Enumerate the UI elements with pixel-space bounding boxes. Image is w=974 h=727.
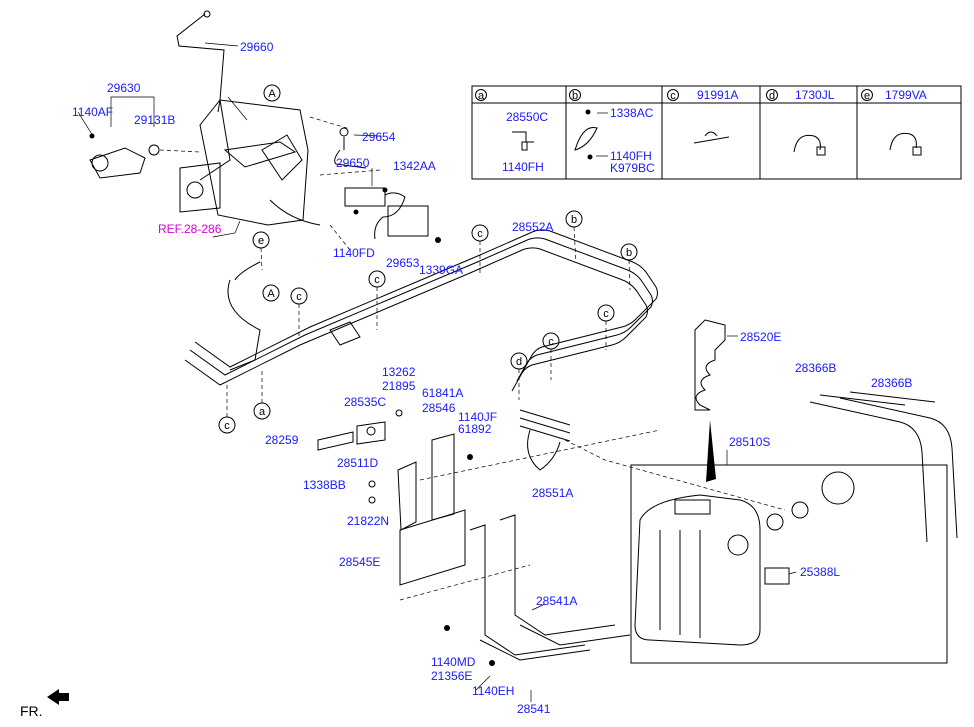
- label-28366B-right: 28366B: [871, 376, 912, 390]
- label-28510S: 28510S: [729, 435, 770, 449]
- callouts: A e A c c c b b c c d a c: [218, 84, 638, 434]
- label-1140FD: 1140FD: [333, 246, 375, 260]
- label-28545E: 28545E: [339, 555, 380, 569]
- callout-e: e: [258, 235, 264, 247]
- callout-A-top: A: [268, 88, 276, 100]
- legend-a-part-top: 28550C: [506, 110, 548, 124]
- label-leaders: [475, 450, 728, 702]
- label-21822N: 21822N: [347, 514, 389, 528]
- clamp-icon: [574, 126, 598, 151]
- label-28546: 28546: [422, 401, 456, 415]
- legend-code-c: 91991A: [697, 88, 738, 102]
- legend-a-part-bottom: 1140FH: [502, 160, 544, 174]
- label-29660: 29660: [240, 40, 274, 54]
- label-21895: 21895: [382, 379, 416, 393]
- legend-key-a: a: [478, 90, 485, 102]
- callout-c-4: c: [603, 308, 609, 320]
- label-25388L: 25388L: [800, 565, 840, 579]
- label-29654: 29654: [362, 130, 396, 144]
- label-ref: REF.28-286: [158, 222, 222, 236]
- legend-key-b: b: [572, 90, 578, 102]
- label-28535C: 28535C: [344, 395, 386, 409]
- callout-A-bottom: A: [267, 288, 275, 300]
- label-29131B: 29131B: [134, 113, 175, 127]
- label-61892: 61892: [458, 422, 492, 436]
- label-1140EH: 1140EH: [472, 684, 514, 698]
- part-labels: 29660 29630 1140AF 29131B 29654 29650 13…: [72, 40, 912, 716]
- legend-code-e: 1799VA: [885, 88, 927, 102]
- label-13262: 13262: [382, 365, 416, 379]
- label-28366B-left: 28366B: [795, 361, 836, 375]
- label-1140AF: 1140AF: [72, 105, 113, 119]
- label-29653: 29653: [386, 256, 420, 270]
- label-1140MD: 1140MD: [431, 655, 476, 669]
- bracket-icon: [512, 131, 534, 143]
- label-28259: 28259: [265, 433, 299, 447]
- label-29630: 29630: [107, 81, 141, 95]
- callout-c-5: c: [548, 336, 554, 348]
- tank-assembly: [630, 319, 958, 664]
- label-29650: 29650: [336, 156, 370, 170]
- legend-table: a b c 91991A d 1730JL e 1799VA 28550C 11…: [471, 85, 962, 180]
- callout-d: d: [516, 356, 522, 368]
- legend-key-e: e: [864, 90, 870, 102]
- arrow-icon: [47, 689, 69, 705]
- label-28511D: 28511D: [337, 456, 378, 470]
- callout-c-1: c: [296, 291, 302, 303]
- label-28541: 28541: [517, 702, 551, 716]
- p-clamp-icon: [793, 134, 821, 153]
- legend-b-part-mid: 1140FH: [610, 149, 652, 163]
- label-1338BB: 1338BB: [303, 478, 346, 492]
- legend-key-c: c: [670, 90, 676, 102]
- label-1339GA: 1339GA: [419, 263, 463, 277]
- callout-c-3: c: [477, 228, 483, 240]
- label-28551A: 28551A: [532, 486, 573, 500]
- callout-c-6: c: [224, 420, 230, 432]
- label-28520E: 28520E: [740, 330, 781, 344]
- legend-b-part-bottom: K979BC: [610, 161, 655, 175]
- label-28552A: 28552A: [512, 220, 553, 234]
- label-1342AA: 1342AA: [393, 159, 436, 173]
- exhaust-assembly: [77, 10, 441, 251]
- label-21356E: 21356E: [431, 669, 472, 683]
- callout-c-2: c: [374, 274, 380, 286]
- legend-b-part-top: 1338AC: [610, 106, 654, 120]
- callout-b-1: b: [571, 214, 577, 226]
- label-fr: FR.: [20, 703, 43, 719]
- label-61841A: 61841A: [422, 386, 463, 400]
- front-direction-indicator: FR.: [20, 689, 69, 719]
- tie-clip-icon: [693, 131, 730, 144]
- u-clamp-icon: [889, 132, 917, 151]
- label-28541A: 28541A: [536, 594, 577, 608]
- legend-key-d: d: [769, 90, 775, 102]
- bracket-assembly: [317, 409, 661, 666]
- callout-b-2: b: [626, 247, 632, 259]
- label-1140JF: 1140JF: [458, 410, 497, 424]
- legend-code-d: 1730JL: [795, 88, 835, 102]
- callout-a: a: [259, 406, 266, 418]
